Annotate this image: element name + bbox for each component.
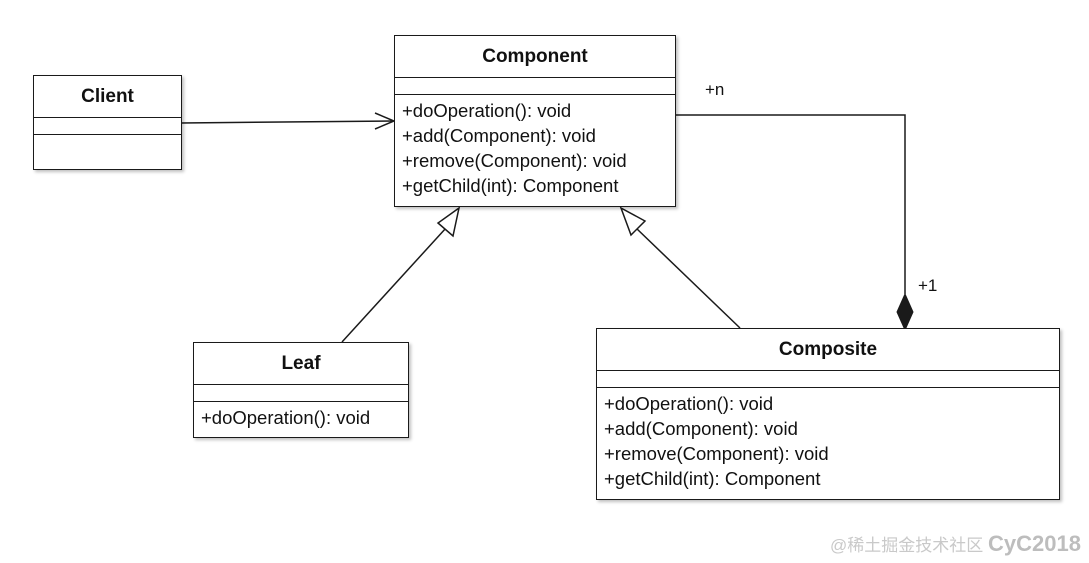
class-leaf: Leaf +doOperation(): void	[193, 342, 409, 438]
watermark: @稀土掘金技术社区 CyC2018	[830, 531, 1081, 557]
class-client-attributes	[34, 118, 181, 135]
composite-op: +add(Component): void	[604, 418, 798, 439]
association-client-component	[180, 112, 396, 130]
watermark-site: @稀土掘金技术社区	[830, 536, 984, 555]
watermark-handle: CyC2018	[988, 531, 1081, 556]
class-composite-name: Composite	[597, 329, 1059, 371]
generalization-composite-component	[619, 206, 741, 329]
component-op: +remove(Component): void	[402, 150, 627, 171]
composition-component-composite	[675, 114, 914, 332]
class-composite: Composite +doOperation(): void +add(Comp…	[596, 328, 1060, 500]
class-component-name: Component	[395, 36, 675, 78]
class-component: Component +doOperation(): void +add(Comp…	[394, 35, 676, 207]
class-composite-operations: +doOperation(): void +add(Component): vo…	[597, 388, 1059, 491]
class-client: Client	[33, 75, 182, 170]
component-op: +add(Component): void	[402, 125, 596, 146]
class-leaf-operations: +doOperation(): void	[194, 402, 408, 430]
multiplicity-component-end: +n	[705, 80, 725, 99]
generalization-leaf-component	[341, 206, 461, 343]
class-leaf-attributes	[194, 385, 408, 402]
component-op: +doOperation(): void	[402, 100, 572, 121]
leaf-op: +doOperation(): void	[201, 407, 371, 428]
class-component-attributes	[395, 78, 675, 95]
component-op: +getChild(int): Component	[402, 175, 619, 196]
class-leaf-name: Leaf	[194, 343, 408, 385]
composite-op: +remove(Component): void	[604, 443, 829, 464]
class-component-operations: +doOperation(): void +add(Component): vo…	[395, 95, 675, 198]
composite-op: +getChild(int): Component	[604, 468, 821, 489]
multiplicity-composite-end: +1	[918, 276, 938, 295]
class-composite-attributes	[597, 371, 1059, 388]
composite-op: +doOperation(): void	[604, 393, 774, 414]
class-client-name: Client	[34, 76, 181, 118]
